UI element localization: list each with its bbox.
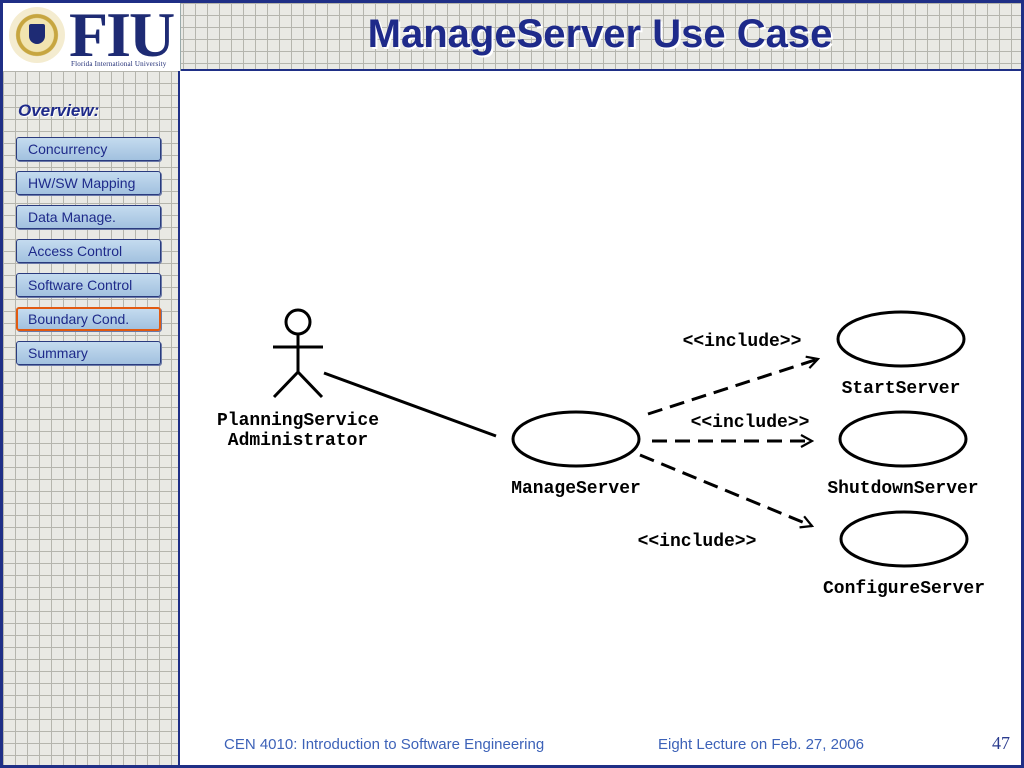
logo-text: FIU (69, 0, 175, 70)
sidebar-item-hw-sw-mapping[interactable]: HW/SW Mapping (16, 171, 161, 195)
sidebar-item-data-manage[interactable]: Data Manage. (16, 205, 161, 229)
page-number: 47 (992, 733, 1010, 753)
sidebar-heading: Overview: (18, 101, 100, 120)
fiu-logo: FIU Florida International University (3, 3, 181, 71)
logo-subtitle: Florida International University (71, 60, 167, 68)
sidebar-item-software-control[interactable]: Software Control (16, 273, 161, 297)
sidebar-item-boundary-cond[interactable]: Boundary Cond. (16, 307, 161, 331)
footer-course: CEN 4010: Introduction to Software Engin… (224, 736, 545, 753)
sidebar-item-summary[interactable]: Summary (16, 341, 161, 365)
sidebar-item-concurrency[interactable]: Concurrency (16, 137, 161, 161)
sidebar-item-access-control[interactable]: Access Control (16, 239, 161, 263)
slide-title: ManageServer Use Case (367, 12, 833, 56)
university-seal-icon (9, 7, 65, 63)
footer-lecture: Eight Lecture on Feb. 27, 2006 (658, 736, 864, 753)
